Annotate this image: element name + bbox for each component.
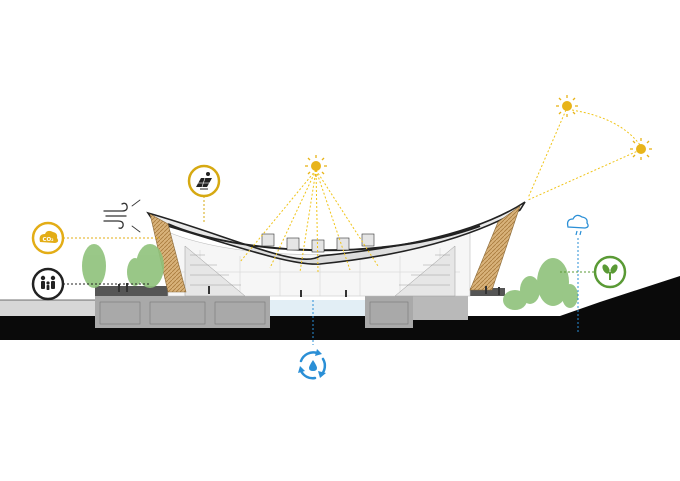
sun-icon (630, 138, 652, 160)
co2-label: CO₂ (42, 237, 54, 243)
solar-panel-icon (187, 164, 221, 224)
wind-icon (103, 199, 141, 233)
co2-cloud-icon: CO₂ (31, 221, 160, 255)
water-recycle-icon (298, 300, 327, 380)
sun-icon (556, 95, 578, 117)
roof (146, 201, 526, 265)
people (118, 283, 500, 297)
leaf-icon (560, 255, 627, 289)
timber-facade-right (469, 205, 521, 291)
sun-icon (305, 155, 327, 177)
people-icon (31, 267, 150, 301)
trees (82, 244, 578, 310)
skylights (261, 233, 375, 253)
rain-cloud-icon (566, 214, 589, 332)
sun-rays (239, 109, 641, 273)
